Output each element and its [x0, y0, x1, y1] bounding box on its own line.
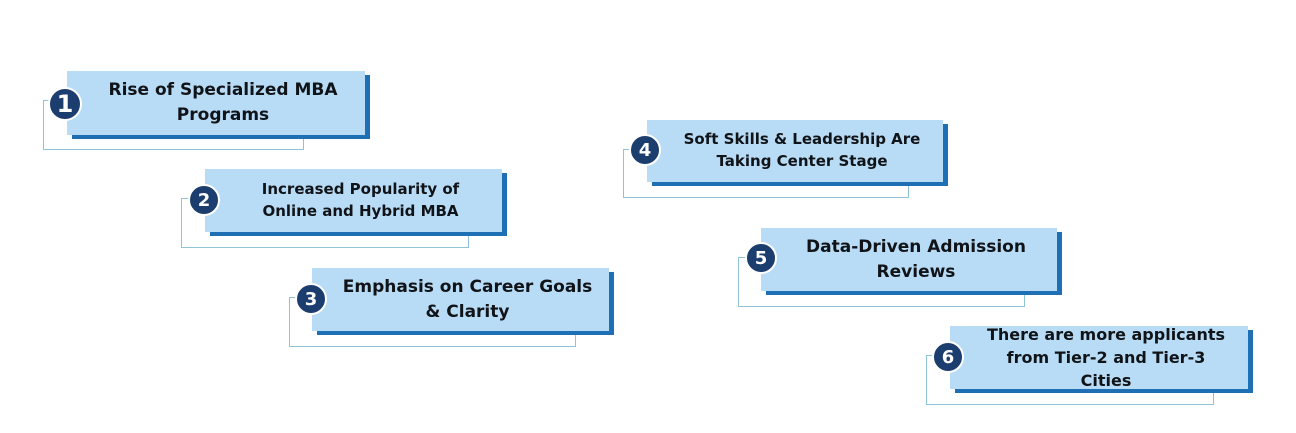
step-3-badge: 3	[295, 283, 327, 315]
step-1-card: Rise of Specialized MBA Programs	[67, 71, 365, 135]
step-2-label: Increased Popularity of Online and Hybri…	[261, 179, 460, 220]
step-1-badge: 1	[48, 87, 82, 121]
step-1-label: Rise of Specialized MBA Programs	[108, 80, 338, 125]
step-5-badge: 5	[745, 242, 777, 274]
step-6-card: There are more applicants from Tier-2 an…	[950, 325, 1248, 390]
step-6-label: There are more applicants from Tier-2 an…	[986, 324, 1226, 391]
step-3-card: Emphasis on Career Goals & Clarity	[312, 268, 609, 331]
step-2-card: Increased Popularity of Online and Hybri…	[205, 169, 502, 232]
step-5-card: Data-Driven Admission Reviews	[761, 228, 1057, 291]
step-3-label: Emphasis on Career Goals & Clarity	[342, 276, 593, 322]
step-4-card: Soft Skills & Leadership Are Taking Cent…	[647, 120, 943, 182]
step-5-label: Data-Driven Admission Reviews	[806, 236, 1026, 282]
step-6-badge: 6	[932, 341, 964, 373]
step-4-label: Soft Skills & Leadership Are Taking Cent…	[683, 130, 921, 170]
step-2-badge: 2	[188, 184, 220, 216]
step-4-badge: 4	[629, 134, 661, 166]
